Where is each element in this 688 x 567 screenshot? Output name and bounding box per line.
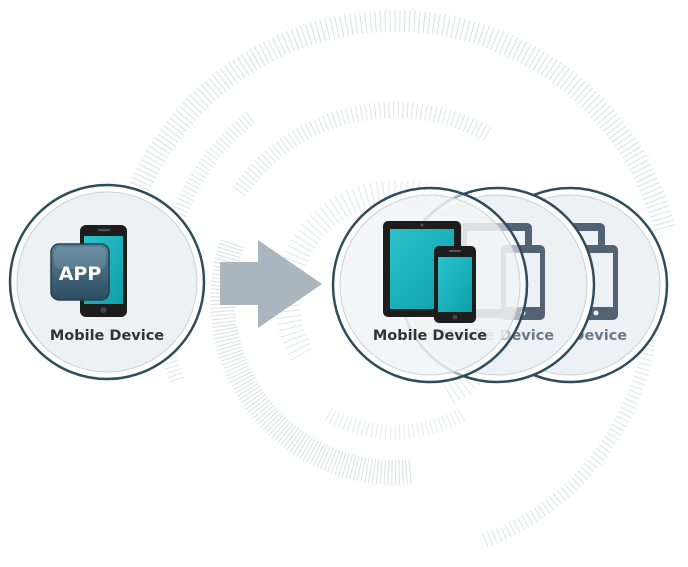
app-badge-icon: APP <box>50 243 110 301</box>
smartphone-icon <box>434 246 476 323</box>
right-arrow-icon <box>220 240 322 328</box>
source-device-node: APP Mobile Device <box>8 183 206 381</box>
front-device-label: Mobile Device <box>373 328 487 344</box>
source-device-label: Mobile Device <box>50 328 164 344</box>
target-device-front: Mobile Device <box>331 186 529 384</box>
app-badge-text: APP <box>59 263 102 285</box>
